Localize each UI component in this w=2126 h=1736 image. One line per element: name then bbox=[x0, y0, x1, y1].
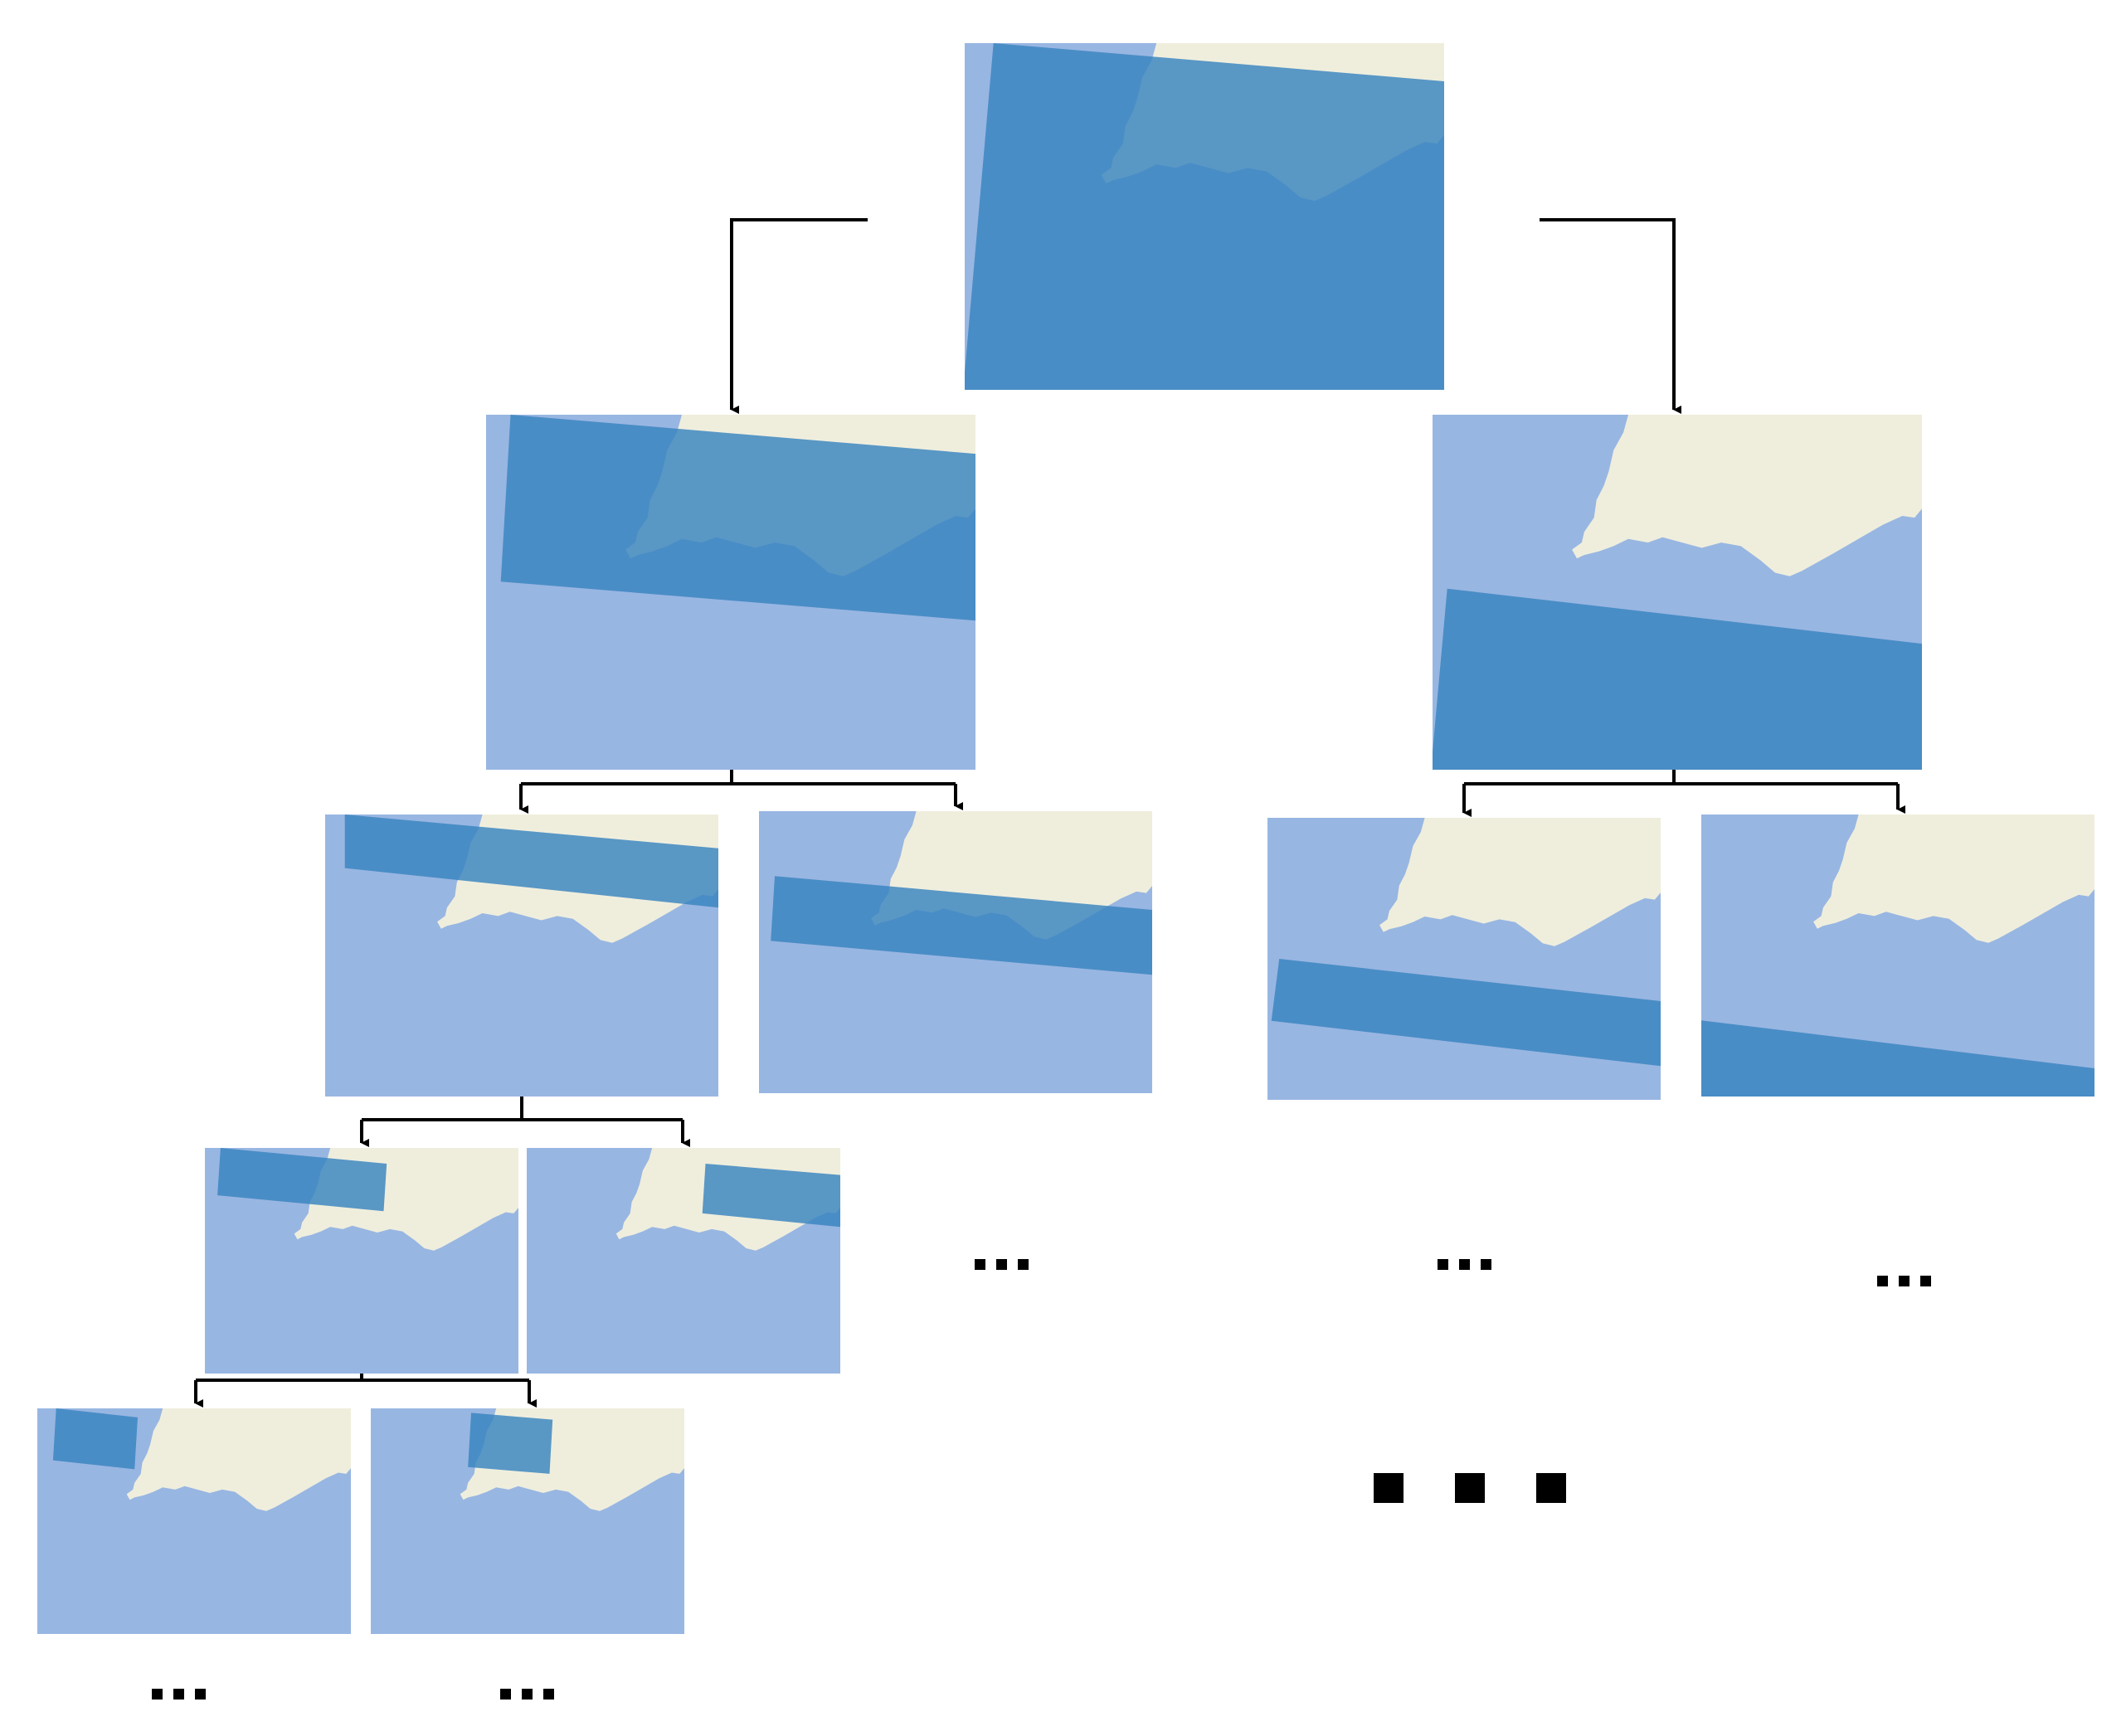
continuation-dot bbox=[996, 1259, 1007, 1270]
continuation-dot bbox=[522, 1689, 533, 1700]
continuation-dot bbox=[1018, 1259, 1029, 1270]
level4-b-tile bbox=[371, 1408, 684, 1634]
land-area bbox=[1813, 815, 2094, 943]
level2-left-b-tile bbox=[759, 811, 1152, 1093]
sensor-footprint bbox=[1433, 588, 1922, 770]
continuation-dot bbox=[1899, 1276, 1910, 1286]
sensor-footprint bbox=[965, 43, 1444, 390]
land-area bbox=[1572, 415, 1922, 576]
sensor-footprint bbox=[344, 815, 718, 908]
big-continuation-dot bbox=[1455, 1473, 1485, 1503]
level4-a-tile bbox=[37, 1408, 351, 1634]
continuation-dot bbox=[1877, 1276, 1888, 1286]
continuation-dots bbox=[1438, 1259, 1491, 1270]
continuation-dot bbox=[975, 1259, 985, 1270]
big-continuation-dot bbox=[1536, 1473, 1566, 1503]
land-area bbox=[126, 1408, 351, 1511]
continuation-dot bbox=[543, 1689, 554, 1700]
sensor-footprint bbox=[771, 876, 1152, 975]
sensor-footprint bbox=[500, 415, 975, 621]
continuation-dot bbox=[1438, 1259, 1448, 1270]
level1-left-tile bbox=[486, 415, 975, 770]
root-tile bbox=[965, 43, 1444, 390]
level1-right-tile bbox=[1433, 415, 1922, 770]
connector-line bbox=[730, 218, 868, 414]
continuation-dot bbox=[195, 1689, 206, 1700]
sensor-footprint bbox=[1701, 1020, 2094, 1097]
big-continuation-dots bbox=[1374, 1473, 1566, 1503]
continuation-dots bbox=[975, 1259, 1029, 1270]
tree-connectors bbox=[194, 218, 1905, 1408]
connector-line bbox=[1540, 218, 1681, 414]
level2-left-a-tile bbox=[325, 815, 718, 1097]
level3-a-tile bbox=[205, 1148, 518, 1374]
continuation-dot bbox=[1920, 1276, 1931, 1286]
continuation-dot bbox=[500, 1689, 511, 1700]
continuation-dots bbox=[1877, 1276, 1931, 1286]
continuation-dot bbox=[173, 1689, 184, 1700]
sensor-footprint bbox=[1271, 959, 1661, 1067]
continuation-dot bbox=[1481, 1259, 1491, 1270]
continuation-dots bbox=[500, 1689, 554, 1700]
sensor-footprint bbox=[468, 1413, 553, 1474]
level2-right-a-tile bbox=[1267, 818, 1661, 1100]
sensor-footprint bbox=[702, 1164, 840, 1228]
level2-right-b-tile bbox=[1701, 815, 2094, 1097]
sensor-footprint bbox=[52, 1408, 138, 1470]
sensor-footprint bbox=[217, 1148, 387, 1212]
big-continuation-dot bbox=[1374, 1473, 1404, 1503]
continuation-dot bbox=[152, 1689, 163, 1700]
continuation-dot bbox=[1459, 1259, 1470, 1270]
level3-b-tile bbox=[527, 1148, 840, 1374]
continuation-dots bbox=[152, 1689, 206, 1700]
land-area bbox=[1379, 818, 1661, 946]
